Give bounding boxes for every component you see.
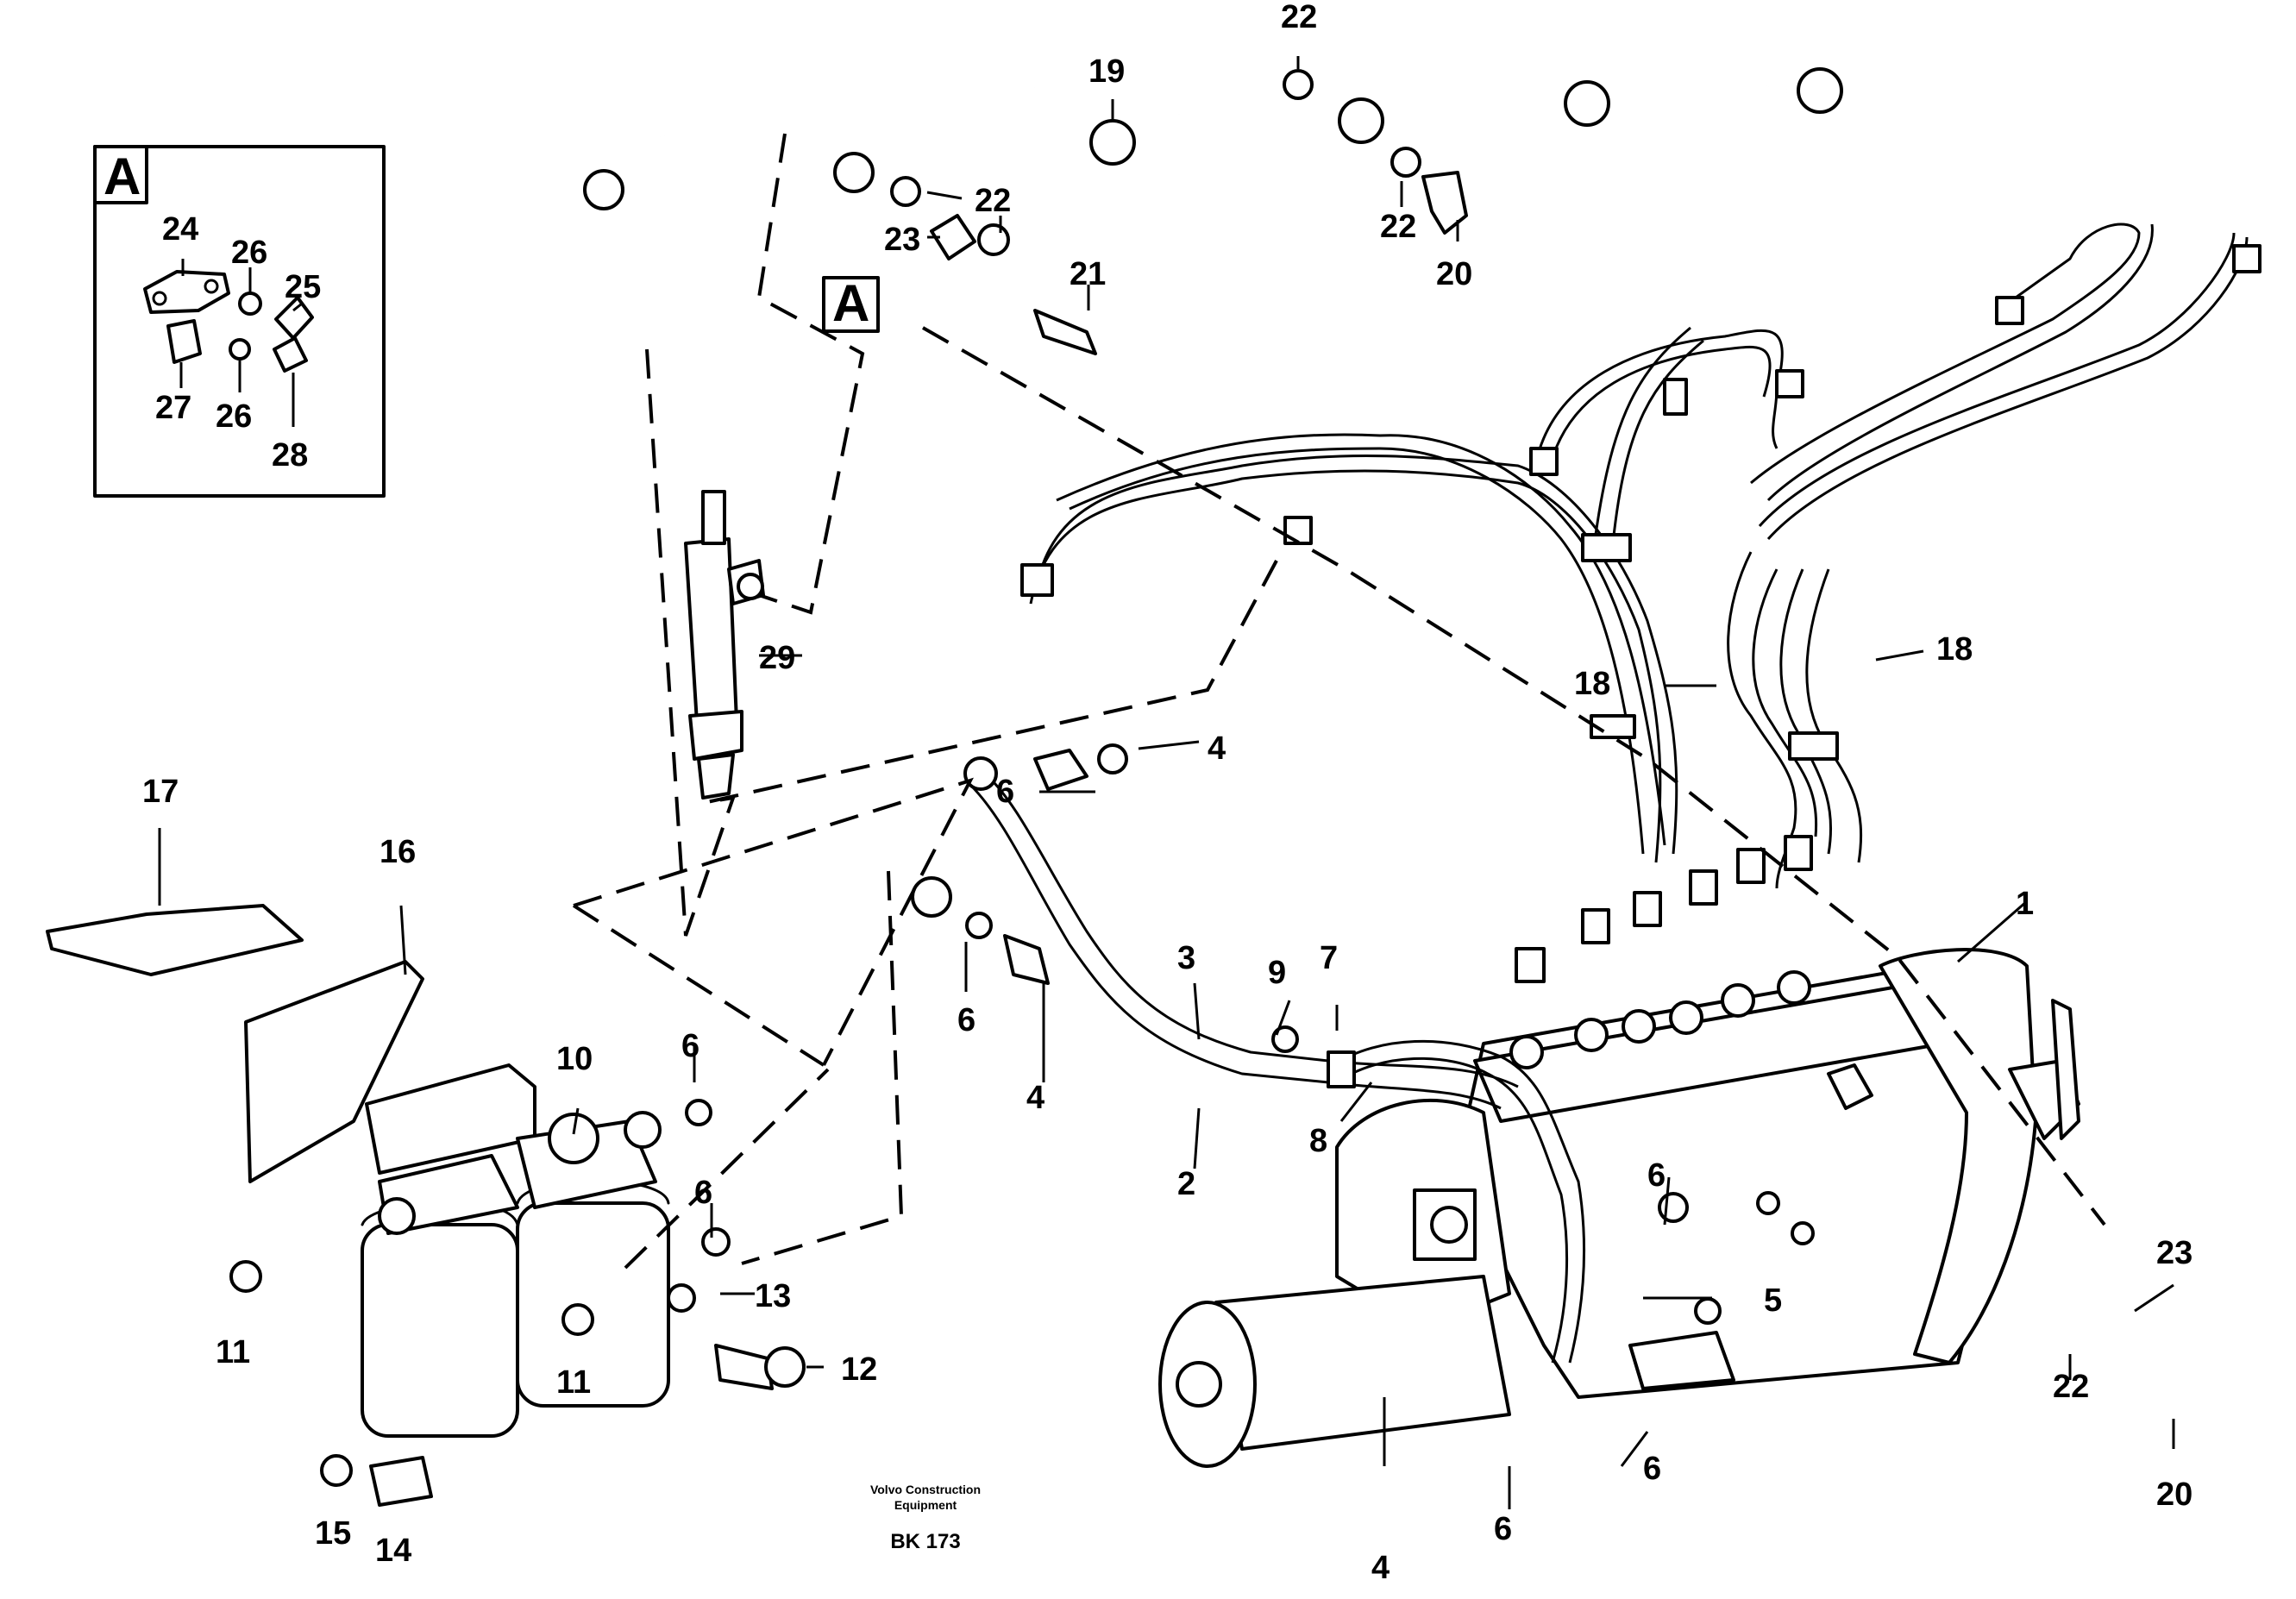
banjo-bolt-20-top	[1421, 171, 1468, 235]
callout-22-rail: 22	[975, 183, 1011, 219]
callout-11-right: 11	[556, 1364, 591, 1401]
callout-16: 16	[380, 834, 416, 870]
drawing-code: BK 173	[890, 1530, 960, 1553]
callout-6-filter-mid: 6	[694, 1175, 712, 1211]
assembly-guide-lines	[572, 133, 2106, 1270]
washer-22-top	[1283, 69, 1314, 100]
filter-can-right	[516, 1201, 670, 1408]
fuel-line-harness-18	[1020, 223, 2261, 889]
bolt-14	[369, 1456, 433, 1507]
callout-6-top: 6	[996, 774, 1014, 810]
return-lines	[911, 743, 1586, 1364]
inset-washer-26a	[238, 292, 262, 316]
footer: Volvo Construction Equipment BK 173	[870, 1483, 981, 1553]
callout-22-right: 22	[1380, 209, 1416, 245]
callout-8: 8	[1309, 1123, 1327, 1159]
callout-18-left: 18	[1574, 666, 1610, 702]
callout-29: 29	[759, 640, 795, 676]
callout-3: 3	[1177, 940, 1195, 976]
callout-15: 15	[315, 1515, 351, 1552]
callout-27: 27	[155, 390, 191, 426]
callout-28: 28	[272, 437, 308, 473]
inset-frame	[93, 145, 386, 498]
detail-ref-a: A	[822, 274, 880, 333]
callout-13: 13	[755, 1278, 791, 1314]
callout-21: 21	[1070, 256, 1106, 292]
callout-4-bottom: 4	[1371, 1550, 1390, 1586]
nut-9	[1271, 1025, 1299, 1053]
company-name-line1: Volvo Construction	[870, 1483, 981, 1496]
bolt-4	[1003, 934, 1050, 985]
injector-29	[684, 490, 765, 800]
callout-6-bottom: 6	[1494, 1511, 1512, 1547]
callout-4-top: 4	[1208, 731, 1226, 767]
callout-numbers: 1 2 3 4 4 4 5 6 6 6 6 6 6 6 7 8 9 10 11 …	[142, 0, 2192, 1586]
callout-23-top: 23	[884, 222, 920, 258]
callout-leaders	[158, 56, 2175, 1509]
callout-2: 2	[1177, 1166, 1195, 1202]
callout-18-right: 18	[1936, 631, 1973, 668]
callout-4-mid: 4	[1026, 1080, 1044, 1116]
filter-can-left	[361, 1223, 519, 1438]
callout-25: 25	[285, 269, 321, 305]
banjo-fitting-23-top	[930, 214, 976, 260]
callout-6-pump-bottom: 6	[1643, 1451, 1661, 1487]
callout-23-pump: 23	[2156, 1235, 2192, 1271]
callout-10: 10	[556, 1041, 593, 1077]
callout-19: 19	[1088, 53, 1125, 90]
inset-bolt-25	[274, 296, 314, 340]
fuel-filter-assembly	[46, 904, 806, 1507]
callout-20-bottom: 20	[2156, 1477, 2192, 1513]
callout-5: 5	[1764, 1282, 1782, 1319]
callout-9: 9	[1268, 955, 1286, 991]
callout-7: 7	[1320, 940, 1338, 976]
callout-14: 14	[375, 1533, 411, 1569]
callout-6-pump: 6	[1647, 1157, 1666, 1194]
callout-20-top: 20	[1436, 256, 1472, 292]
callout-22-pump: 22	[2053, 1369, 2089, 1405]
callout-1: 1	[2016, 886, 2034, 922]
detail-ref-label: A	[832, 274, 869, 332]
inset-detail-a: A	[93, 145, 386, 498]
inset-label-box	[93, 145, 148, 204]
callout-6-filter-top: 6	[681, 1028, 699, 1064]
callout-24: 24	[162, 211, 198, 248]
inset-label: A	[104, 147, 141, 205]
callout-26-bottom: 26	[216, 398, 252, 435]
callout-12: 12	[841, 1351, 877, 1388]
callout-26-top: 26	[231, 235, 267, 271]
company-name-line2: Equipment	[894, 1498, 957, 1512]
inset-bolt-28	[273, 336, 308, 373]
callout-17: 17	[142, 774, 179, 810]
banjo-bolt-12	[714, 1344, 774, 1390]
callout-6-mid: 6	[957, 1002, 975, 1038]
plug-11	[229, 1260, 262, 1293]
inset-washer-26b	[229, 338, 251, 361]
banjo-bolt-21	[1033, 309, 1097, 355]
bracket-17	[46, 904, 304, 976]
injector-rail-top	[583, 49, 1843, 355]
clamp-7	[1327, 1050, 1356, 1088]
injection-pump-1	[1158, 835, 2080, 1468]
plate-16	[244, 960, 424, 1183]
callout-11-left: 11	[216, 1334, 250, 1370]
callout-22-top: 22	[1281, 0, 1317, 35]
inset-bracket-27	[166, 319, 202, 364]
